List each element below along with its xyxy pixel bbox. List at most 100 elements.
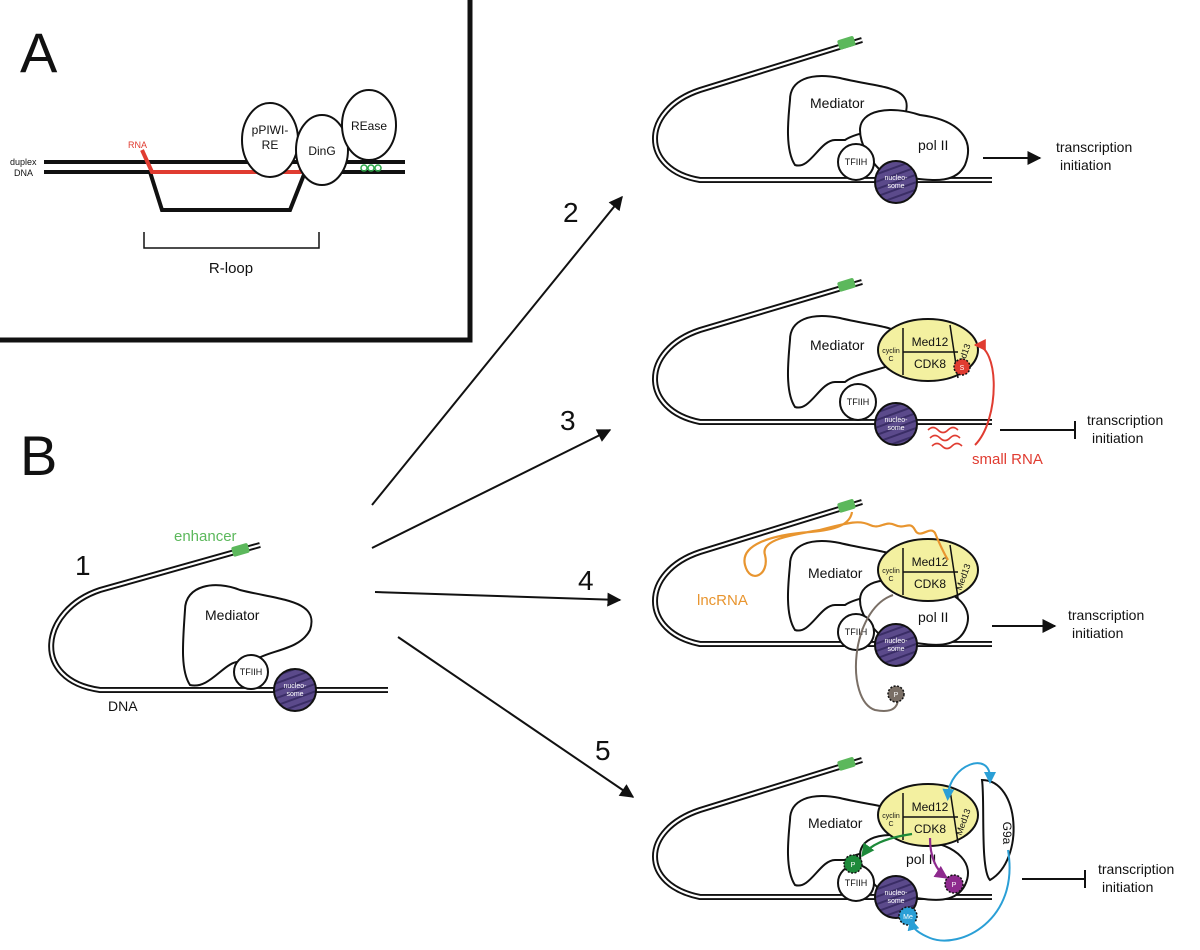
- p-mark-purple: [944, 874, 964, 894]
- p-mark-label: P: [894, 692, 899, 699]
- med12-label: Med12: [912, 800, 949, 814]
- step-4-diagram: Mediator pol II Med12 CDK8 cyclin C Med1…: [652, 499, 1144, 712]
- dna-label: DNA: [108, 698, 138, 714]
- g9a: [980, 778, 1015, 882]
- cyclin-label: cyclin: [882, 813, 900, 820]
- ding-protein: [295, 114, 349, 186]
- tfiih: [839, 383, 877, 421]
- rease-label: REase: [351, 119, 387, 133]
- duplex-label: duplex: [10, 157, 37, 167]
- nucleosome-label-2: some: [286, 691, 303, 698]
- cyclin-label-2: C: [888, 821, 893, 828]
- arrow-to-step-3: [371, 429, 612, 549]
- cdk8-module: Med12 CDK8 cyclin C Med13: [877, 318, 979, 382]
- tfiih: [233, 654, 269, 690]
- mediator-label: Mediator: [810, 337, 865, 353]
- nucleosome: [874, 402, 918, 446]
- dna-bottom-strand: [44, 170, 405, 212]
- nucleosome-label-2: some: [887, 898, 904, 905]
- g9a-interaction-arrow: [942, 762, 996, 801]
- cdk8-module: Med12 CDK8 cyclin C Med13: [877, 783, 979, 847]
- nucleosome-label: nucleo-: [885, 417, 909, 424]
- enhancer-element: [837, 278, 856, 292]
- nucleosome-label: nucleo-: [885, 890, 909, 897]
- pol-ii-label: pol II: [918, 137, 948, 153]
- step-3-diagram: Mediator Med12 CDK8 cyclin C Med13 S TFI…: [652, 278, 1163, 468]
- outcome-label-2: initiation: [1102, 879, 1153, 895]
- step-2-diagram: Mediator pol II TFIIH nucleo- some trans…: [652, 36, 1132, 204]
- small-rna-targeting-arrow: [973, 339, 995, 446]
- enhancer-element: [837, 757, 856, 771]
- enhancer-element: [231, 543, 250, 557]
- arrow-to-step-4: [374, 591, 622, 607]
- med12-label: Med12: [912, 335, 949, 349]
- enhancer-element: [837, 499, 856, 513]
- nucleosome-label-2: some: [887, 183, 904, 190]
- cdk8-label: CDK8: [914, 822, 946, 836]
- panel-a-border: [0, 0, 473, 343]
- methylation-arrow: [907, 849, 1011, 942]
- p-mark-purple-label: P: [952, 882, 957, 889]
- outcome-label-2: initiation: [1072, 625, 1123, 641]
- rease-protein: [341, 89, 397, 161]
- cyclin-label-2: C: [888, 576, 893, 583]
- rease-site: [360, 164, 382, 172]
- nucleosome-label: nucleo-: [885, 175, 909, 182]
- small-rna-molecules: [927, 426, 963, 450]
- ppiwi-label: pPIWI-: [252, 123, 289, 137]
- g9a-label: G9a: [1000, 822, 1014, 845]
- mediator-label: Mediator: [810, 95, 865, 111]
- nucleosome: [874, 623, 918, 667]
- branch-arrows: 2 3 4 5: [371, 195, 635, 798]
- outcome-label-2: initiation: [1060, 157, 1111, 173]
- phosphorylation-arrow-purple: [928, 837, 949, 879]
- tfiih-label: TFIIH: [240, 667, 263, 677]
- r-loop-bracket: [143, 232, 320, 249]
- rna-label: RNA: [128, 140, 147, 150]
- cdk8-label: CDK8: [914, 357, 946, 371]
- r-loop-label: R-loop: [209, 260, 253, 277]
- nucleosome-label: nucleo-: [284, 683, 308, 690]
- enhancer-element: [837, 36, 856, 50]
- s-mark: [953, 358, 971, 376]
- mediator-complex: [181, 584, 313, 687]
- tfiih-label: TFIIH: [847, 397, 870, 407]
- nucleosome: [874, 160, 918, 204]
- cyclin-label: cyclin: [882, 348, 900, 355]
- pol-ii-label: pol II: [918, 609, 948, 625]
- mediator-label: Mediator: [808, 565, 863, 581]
- tfiih: [837, 143, 875, 181]
- cyclin-label-2: C: [888, 356, 893, 363]
- nucleosome-label-2: some: [887, 425, 904, 432]
- ppiwi-label-2: RE: [262, 138, 279, 152]
- cyclin-label: cyclin: [882, 568, 900, 575]
- nucleosome-label: nucleo-: [885, 638, 909, 645]
- panel-a: A duplex DNA RNA pPIWI- RE DinG REase R-…: [0, 0, 473, 343]
- outcome-label: transcription: [1056, 139, 1132, 155]
- mediator-label: Mediator: [205, 607, 260, 623]
- lncrna-label: lncRNA: [697, 592, 748, 609]
- step-5-number: 5: [595, 735, 611, 766]
- cdk8-module: Med12 CDK8 cyclin C Med13: [877, 538, 979, 602]
- step-5-diagram: Mediator pol II G9a Med12 CDK8 cyclin C …: [652, 757, 1174, 942]
- tfiih-label: TFIIH: [845, 878, 868, 888]
- p-mark: [887, 685, 905, 703]
- cdk8-label: CDK8: [914, 577, 946, 591]
- nucleosome-label-2: some: [887, 646, 904, 653]
- mediator-complex: [786, 315, 908, 409]
- arrow-to-step-5: [397, 636, 635, 798]
- step-2-number: 2: [563, 197, 579, 228]
- outcome-label: transcription: [1098, 861, 1174, 877]
- pol-ii-label: pol II: [906, 851, 936, 867]
- outcome-label: transcription: [1087, 412, 1163, 428]
- med12-label: Med12: [912, 555, 949, 569]
- p-mark-green: [843, 854, 863, 874]
- mediator-label: Mediator: [808, 815, 863, 831]
- s-mark-label: S: [960, 365, 965, 372]
- p-mark-green-label: P: [851, 862, 856, 869]
- tfiih-label: TFIIH: [845, 157, 868, 167]
- panel-a-label: A: [20, 21, 58, 84]
- ding-label: DinG: [308, 144, 335, 158]
